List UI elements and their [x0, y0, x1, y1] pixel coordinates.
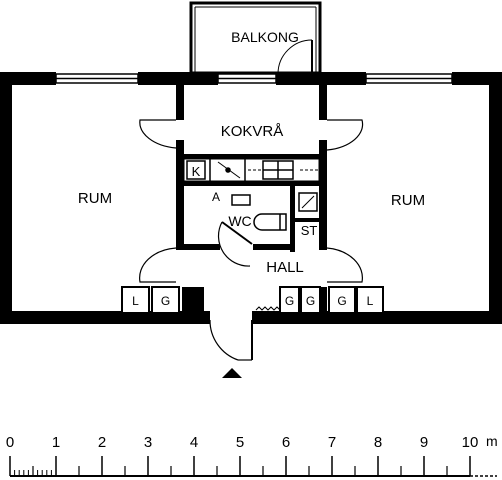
- closet-label: G: [306, 294, 315, 308]
- scale-tick-label: 3: [144, 434, 152, 451]
- windows: [55, 73, 453, 84]
- right-room-label: RUM: [391, 192, 425, 209]
- closets-left: [121, 286, 180, 314]
- wc-label: WC: [228, 213, 251, 229]
- scale-ticks: [9, 456, 471, 476]
- balcony: [189, 1, 322, 75]
- stove-label: K: [192, 164, 201, 179]
- scale-bar: [9, 456, 497, 477]
- scale-tick-label: 8: [374, 434, 382, 451]
- balcony-label: BALKONG: [231, 29, 299, 45]
- scale-tick-label: 9: [420, 434, 428, 451]
- kitchen-label: KOKVRÅ: [221, 123, 284, 140]
- scale-tick-label: 2: [98, 434, 106, 451]
- scale-tick-label: 10: [462, 434, 479, 451]
- scale-labels: 0 1 2 3 4 5 6 7 8 9 10: [6, 434, 479, 451]
- scale-tick-label: 0: [6, 434, 14, 451]
- hall-label: HALL: [266, 259, 304, 276]
- closet-label: L: [132, 294, 139, 308]
- kitchen-counter: [183, 158, 320, 182]
- exterior-walls: [0, 72, 502, 324]
- scale-tick-label: 4: [190, 434, 198, 451]
- scale-minor-ticks: [14, 470, 52, 476]
- wc-fixtures: [231, 192, 318, 231]
- scale-tick-label: 7: [328, 434, 336, 451]
- interior-walls: [176, 85, 327, 315]
- closet-label: L: [367, 294, 374, 308]
- scale-tick-label: 6: [282, 434, 290, 451]
- door-swings: [139, 119, 364, 361]
- closet-label: G: [285, 294, 294, 308]
- left-room-label: RUM: [78, 190, 112, 207]
- storage-label: ST: [301, 223, 318, 238]
- scale-tick-label: 5: [236, 434, 244, 451]
- scale-tick-label: 1: [52, 434, 60, 451]
- closets-right: [279, 286, 384, 314]
- triangle-up-icon: [222, 368, 242, 378]
- closet-label: G: [161, 294, 170, 308]
- closet-label: G: [337, 294, 346, 308]
- scale-unit-label: m: [486, 433, 498, 449]
- wc-marker-label: A: [212, 190, 220, 204]
